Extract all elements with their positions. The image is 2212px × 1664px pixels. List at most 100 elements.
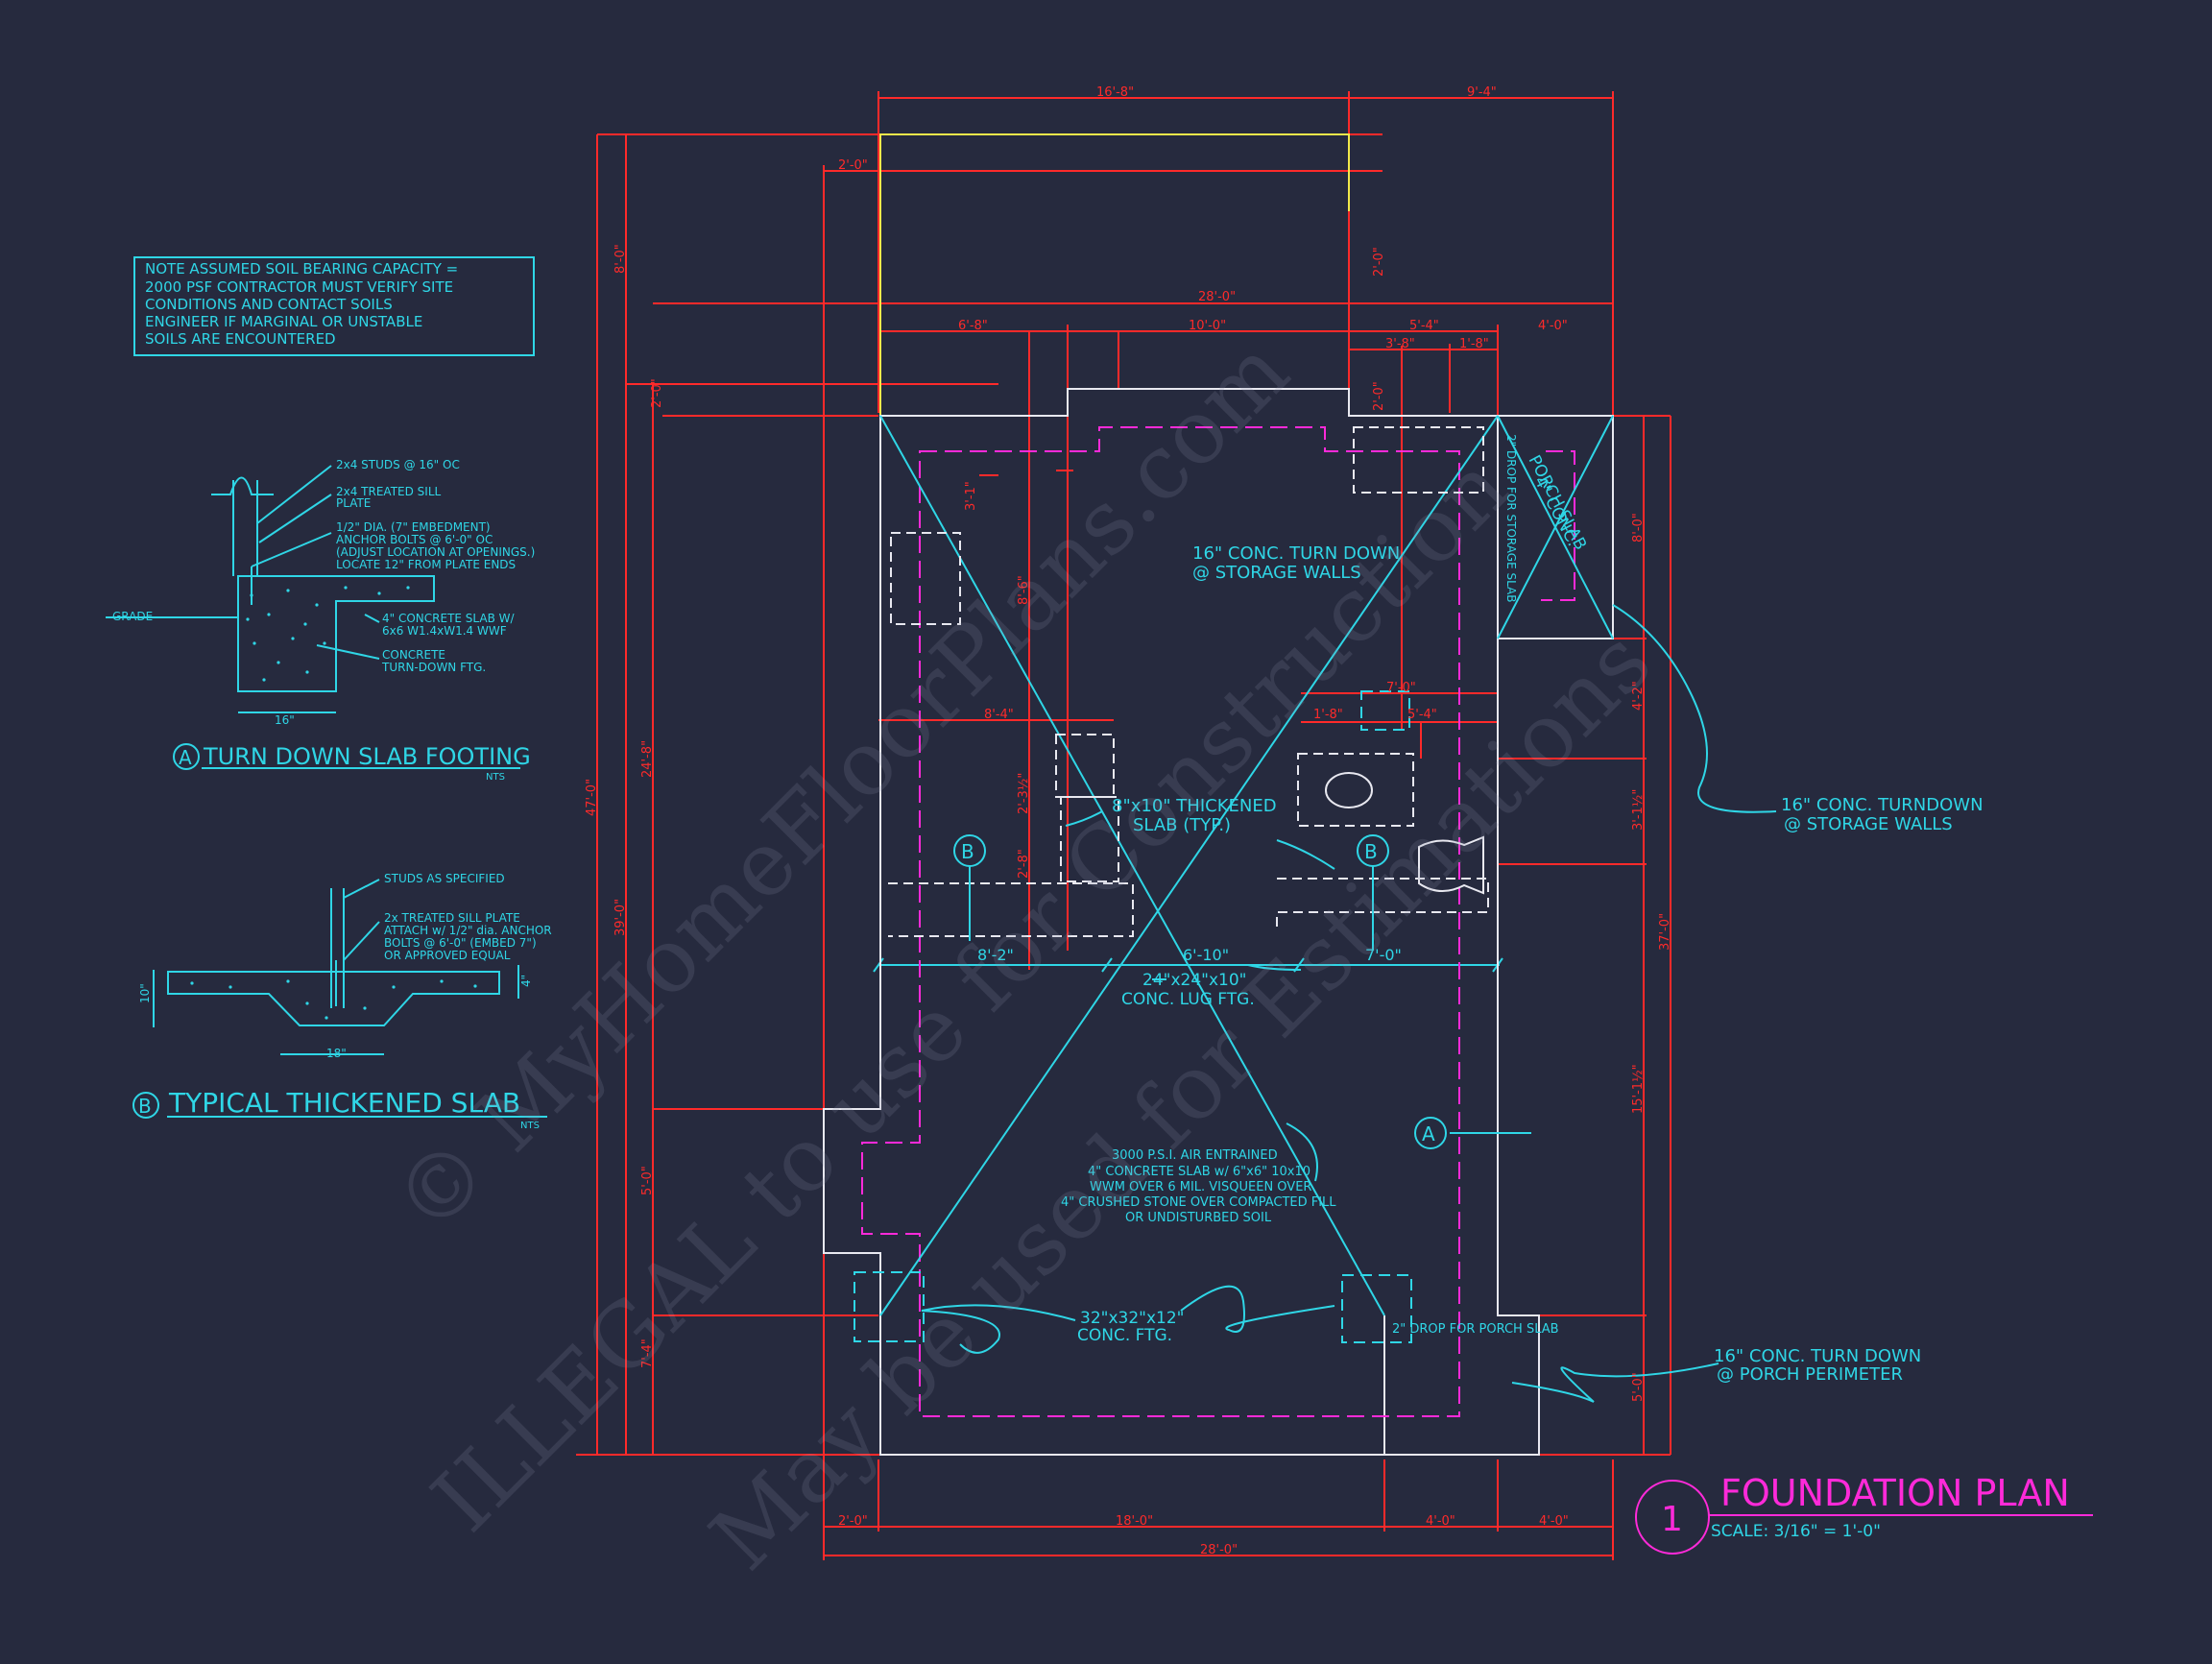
plan-note: PORCH SLAB <box>1525 452 1591 553</box>
title-block: 1 FOUNDATION PLAN SCALE: 3/16" = 1'-0" <box>1635 1472 2093 1555</box>
plan-note: CONC. LUG FTG. <box>1121 990 1255 1009</box>
slab-spec: OR UNDISTURBED SOIL <box>1125 1211 1272 1225</box>
detail-b-slab: 4" <box>519 975 533 987</box>
dim-label: 7'-0" <box>1365 946 1402 964</box>
section-marker-b <box>953 834 986 867</box>
plan-note: @ STORAGE WALLS <box>1192 563 1361 583</box>
sheet-number: 1 <box>1661 1500 1683 1539</box>
thickened-slab-dash <box>1276 878 1489 931</box>
dim-label: 2'-0" <box>838 158 868 173</box>
section-marker-b <box>1357 834 1389 867</box>
slab-diagonals <box>879 415 1614 1316</box>
sheet-title: FOUNDATION PLAN <box>1720 1472 2070 1514</box>
dim-label: 2'-8" <box>1017 849 1031 879</box>
footing-square <box>1360 690 1410 731</box>
detail-a-turn-down-slab-footing: GRADE 2x4 STUDS @ 16" OC 2x4 TREATED SIL… <box>106 458 535 783</box>
dim-label: 5'-4" <box>1407 708 1437 722</box>
sink-fixture <box>1060 796 1119 882</box>
upper-porch-outline <box>879 133 1350 416</box>
plan-note: 24"x24"x10" <box>1142 971 1246 990</box>
dim-label: 15'-1½" <box>1631 1064 1646 1114</box>
dim-label: 6'-8" <box>958 319 988 333</box>
dim-label: 4'-2" <box>1631 681 1646 711</box>
dim-label: 8'-6" <box>1017 575 1031 605</box>
fixtures <box>888 426 1489 937</box>
detail-a-label: CONCRETE <box>382 648 445 662</box>
dim-label: 7'-4" <box>640 1338 655 1368</box>
slab-spec: WWM OVER 6 MIL. VISQUEEN OVER <box>1090 1180 1311 1194</box>
slab-perimeter <box>823 388 1540 1456</box>
plan-note: 8"x10" THICKENED <box>1112 796 1277 816</box>
right-callouts: 16" CONC. TURNDOWN @ STORAGE WALLS 16" C… <box>1714 795 1984 1385</box>
detail-a-label: 1/2" DIA. (7" EMBEDMENT) <box>336 520 491 534</box>
dim-label: 5'-0" <box>640 1166 655 1195</box>
detail-b-title: TYPICAL THICKENED SLAB <box>168 1087 520 1119</box>
detail-b-leaders <box>153 879 519 1055</box>
callout-text: 16" CONC. TURNDOWN <box>1781 795 1984 815</box>
dim-label: 5'-4" <box>1409 319 1439 333</box>
detail-b-label: OR APPROVED EQUAL <box>384 949 511 962</box>
detail-b-height: 10" <box>138 983 152 1003</box>
porch-turndown-outline <box>1541 450 1575 601</box>
dim-label: 8'-2" <box>977 946 1014 964</box>
section-marker-label: B <box>961 840 974 863</box>
footings <box>854 690 1412 1343</box>
detail-a-label: 2x4 TREATED SILL <box>336 485 442 498</box>
dim-label: 2'-3½" <box>1017 773 1031 814</box>
plan-note: SLAB (TYP.) <box>1133 815 1231 835</box>
thickened-slab-outline <box>167 971 500 1026</box>
detail-a-letter: A <box>179 746 192 769</box>
dimension-lines <box>576 91 1671 1560</box>
detail-b-typical-thickened-slab: STUDS AS SPECIFIED 2x TREATED SILL PLATE… <box>132 872 552 1131</box>
detail-b-scale: NTS <box>520 1121 540 1131</box>
grade-label: GRADE <box>112 610 153 623</box>
sheet-number-circle <box>1635 1480 1710 1555</box>
detail-a-label: 6x6 W1.4xW1.4 WWF <box>382 624 507 638</box>
detail-b-width: 18" <box>326 1047 347 1060</box>
dim-label: 1'-8" <box>1459 337 1489 351</box>
vanity-fixture <box>1297 753 1414 827</box>
detail-a-label: 4" CONCRETE SLAB W/ <box>382 612 515 625</box>
section-marker-label: A <box>1422 1122 1435 1146</box>
callout-text: @ STORAGE WALLS <box>1784 814 1953 834</box>
dim-label: 8'-4" <box>984 708 1014 722</box>
detail-a-label: (ADJUST LOCATION AT OPENINGS.) <box>336 545 535 559</box>
dim-label: 37'-0" <box>1658 913 1672 951</box>
detail-a-marker <box>173 743 200 770</box>
detail-b-label: STUDS AS SPECIFIED <box>384 872 505 885</box>
footing-square <box>854 1271 925 1342</box>
dim-label: 18'-0" <box>1116 1514 1153 1529</box>
dim-label: 8'-0" <box>613 244 628 274</box>
section-marker-a <box>1414 1117 1447 1149</box>
dim-label: 4'-0" <box>1539 1514 1569 1529</box>
dim-label: 47'-0" <box>585 779 599 816</box>
detail-b-marker <box>132 1092 159 1119</box>
soil-note-line: ENGINEER IF MARGINAL OR UNSTABLE <box>145 313 422 330</box>
section-marker-label: B <box>1364 840 1378 863</box>
detail-a-label: PLATE <box>336 496 371 510</box>
soil-note: NOTE ASSUMED SOIL BEARING CAPACITY = 200… <box>133 256 535 356</box>
soil-note-line: CONDITIONS AND CONTACT SOILS <box>145 296 393 313</box>
dim-label: 8'-0" <box>1631 513 1646 543</box>
dim-label: 3'-8" <box>1385 337 1415 351</box>
detail-a-width: 16" <box>275 713 295 727</box>
dim-label: 28'-0" <box>1200 1543 1238 1557</box>
dim-label: 9'-4" <box>1467 85 1497 100</box>
detail-a-label: ANCHOR BOLTS @ 6'-0" OC <box>336 533 493 546</box>
dim-label: 3'-1" <box>964 481 978 511</box>
dim-label: 24'-8" <box>640 740 655 778</box>
sheet-scale: SCALE: 3/16" = 1'-0" <box>1711 1522 1881 1541</box>
plan-note: 2" DROP FOR STORAGE SLAB <box>1504 434 1518 603</box>
plan-note: 2" DROP FOR PORCH SLAB <box>1392 1322 1559 1337</box>
dim-label: 7'-0" <box>1386 681 1416 695</box>
slab-spec: 4" CONCRETE SLAB w/ 6"x6" 10x10 <box>1088 1165 1310 1179</box>
soil-note-line: SOILS ARE ENCOUNTERED <box>145 330 336 348</box>
detail-a-scale: NTS <box>486 772 505 783</box>
cabinet-fixture <box>890 532 961 625</box>
soil-note-line: NOTE ASSUMED SOIL BEARING CAPACITY = <box>145 260 458 277</box>
slab-spec: 4" CRUSHED STONE OVER COMPACTED FILL <box>1061 1195 1336 1210</box>
callout-text: 16" CONC. TURN DOWN <box>1714 1346 1921 1366</box>
break-symbol <box>211 476 274 495</box>
